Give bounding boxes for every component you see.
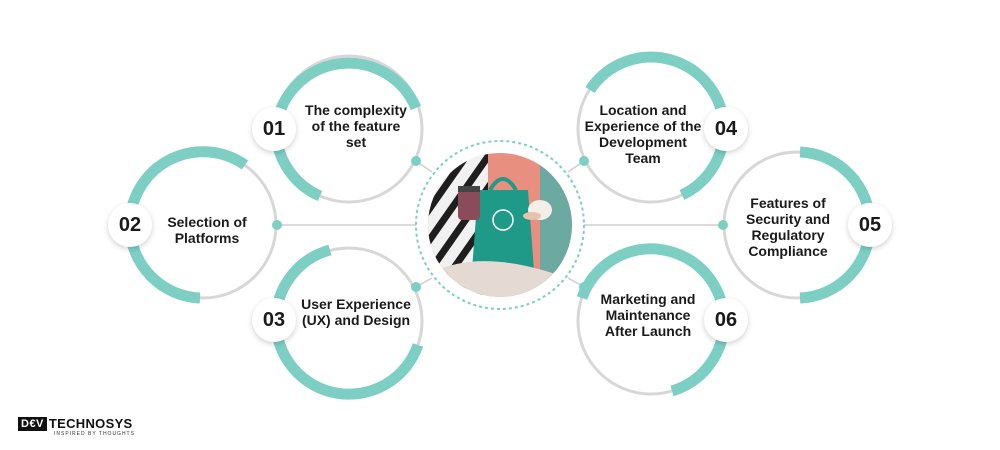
connector-dot — [579, 282, 589, 292]
number-badge-04: 04 — [704, 107, 748, 151]
logo-name: TECHNOSYS — [48, 416, 133, 431]
logo-mark: D€V — [18, 416, 47, 431]
connector-dots — [272, 156, 728, 292]
connector-dot — [272, 220, 282, 230]
factor-label-05: Features of Security and Regulatory Comp… — [745, 195, 831, 259]
factor-label-06: Marketing and Maintenance After Launch — [600, 291, 696, 339]
connector-dot — [411, 282, 421, 292]
logo-tagline: INSPIRED BY THOUGHTS — [54, 431, 135, 437]
number-badge-01: 01 — [252, 107, 296, 151]
connector-dot — [718, 220, 728, 230]
connector-dot — [411, 156, 421, 166]
number-badge-06: 06 — [704, 298, 748, 342]
factor-label-03: User Experience (UX) and Design — [301, 296, 411, 328]
connector-dot — [579, 156, 589, 166]
factor-label-01: The complexity of the feature set — [305, 102, 407, 150]
company-logo: D€V TECHNOSYS INSPIRED BY THOUGHTS — [18, 416, 134, 437]
factor-label-02: Selection of Platforms — [167, 214, 247, 246]
number-badge-03: 03 — [252, 298, 296, 342]
center-photo — [428, 153, 572, 297]
number-badge-02: 02 — [108, 203, 152, 247]
factor-label-04: Location and Experience of the Developme… — [584, 102, 702, 166]
number-badge-05: 05 — [848, 203, 892, 247]
